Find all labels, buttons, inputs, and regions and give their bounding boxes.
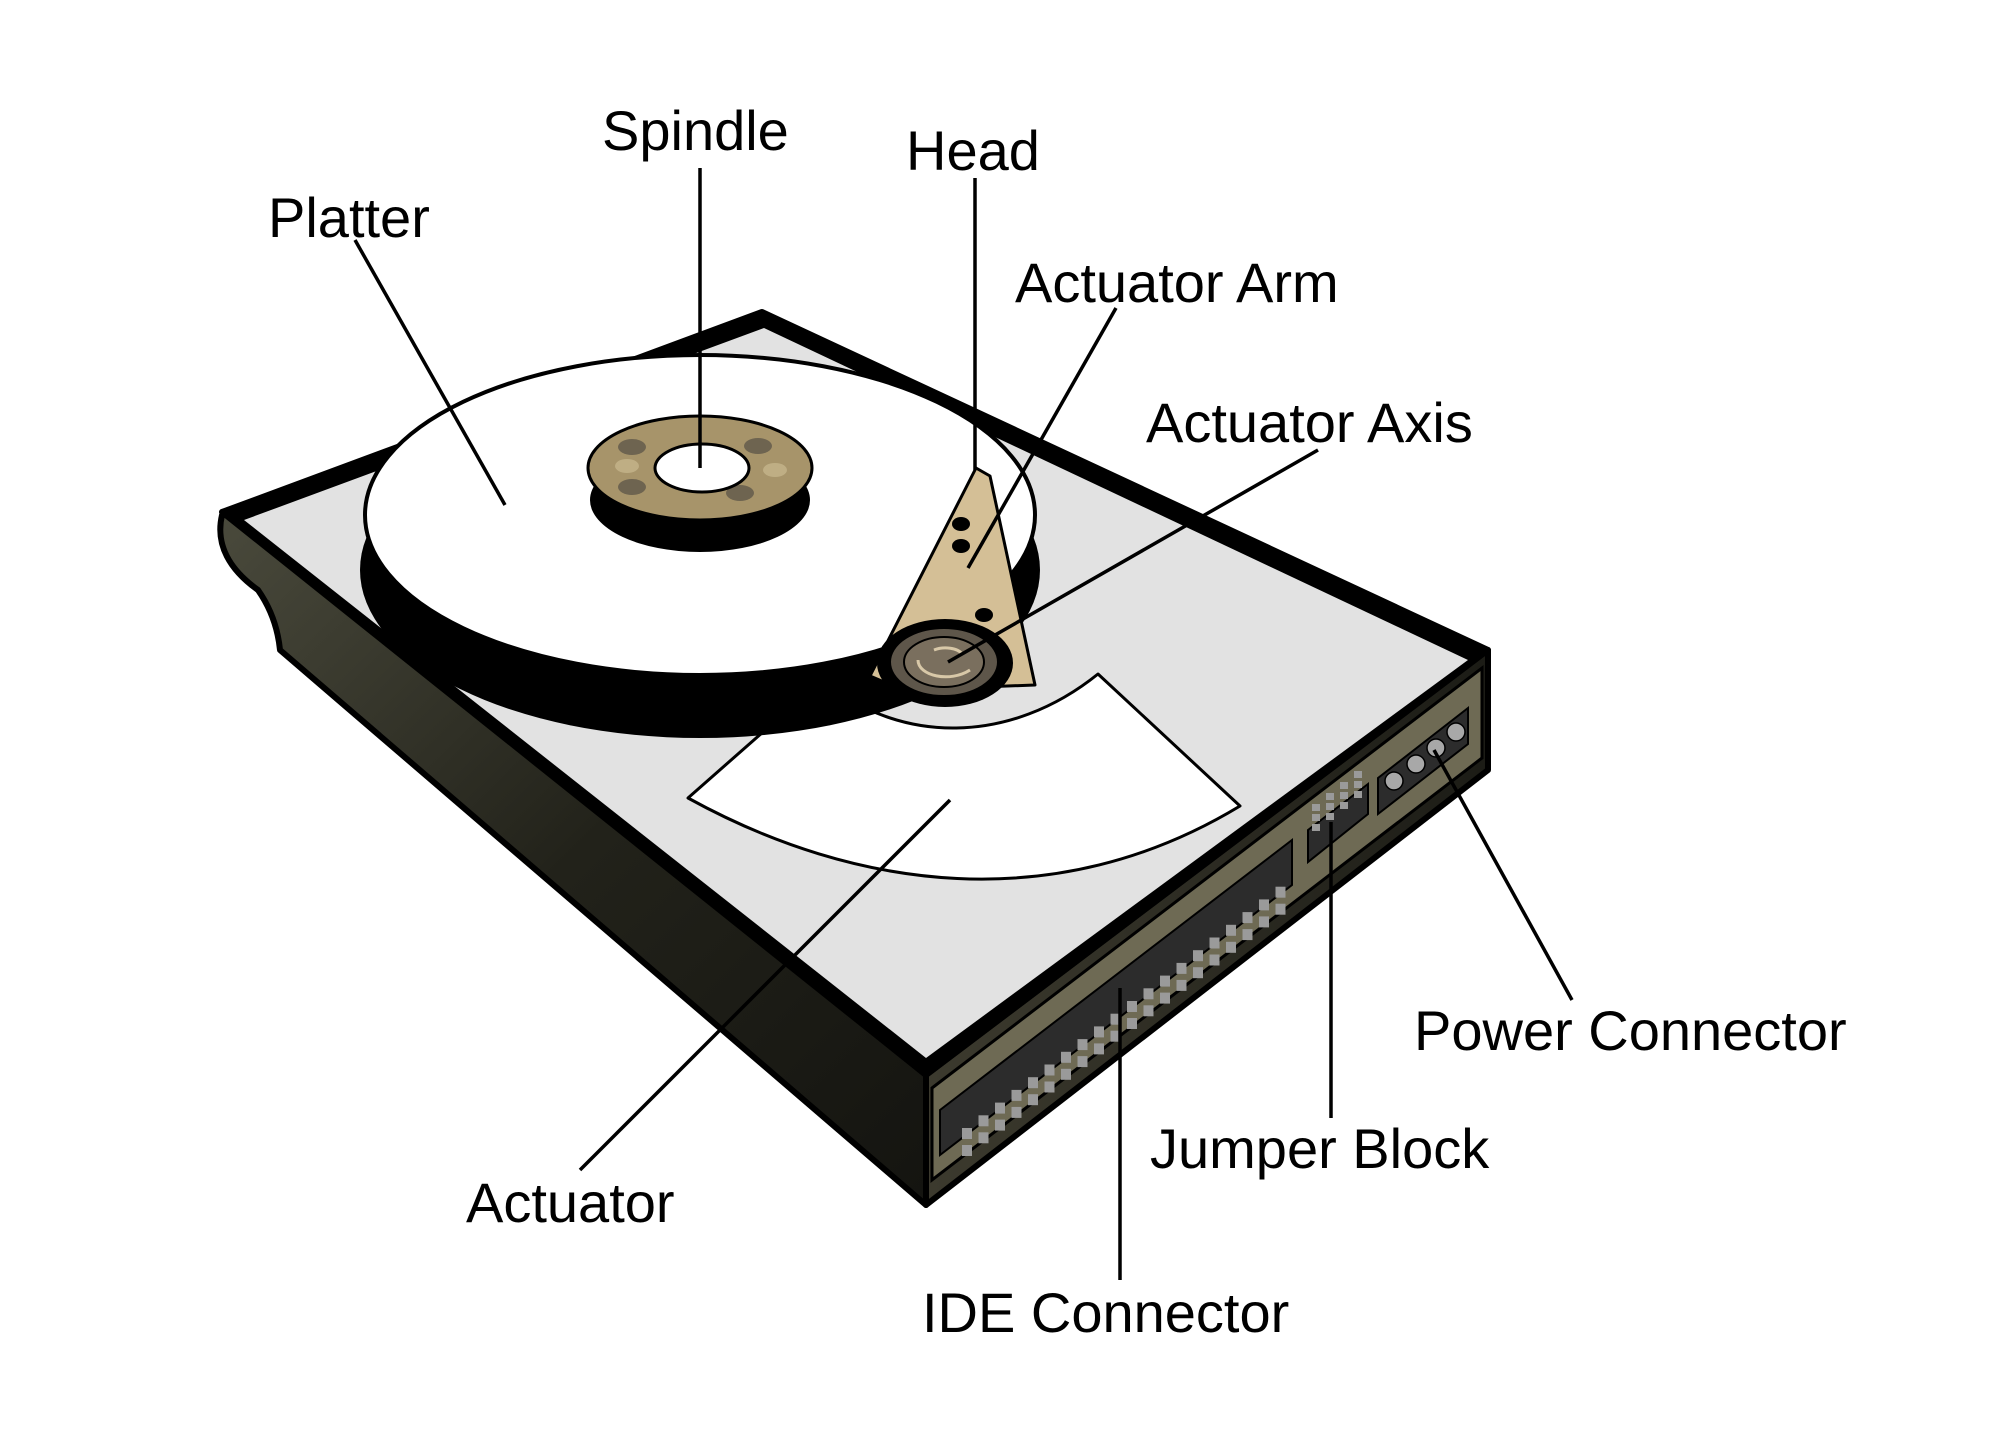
leader-actuator-axis bbox=[947, 448, 1319, 664]
ide-pin bbox=[995, 1102, 1005, 1114]
label-actuator-axis: Actuator Axis bbox=[1146, 391, 1473, 454]
spindle-screw bbox=[744, 438, 772, 454]
arm-hole bbox=[952, 539, 970, 553]
ide-connector bbox=[939, 837, 1293, 1158]
jumper-pin bbox=[1326, 803, 1334, 810]
ide-pin bbox=[1242, 929, 1253, 941]
ide-pin bbox=[1110, 1030, 1121, 1042]
ide-pin bbox=[1044, 1064, 1055, 1076]
ide-pin bbox=[962, 1128, 972, 1139]
power-pin bbox=[1406, 754, 1426, 774]
axis-highlight bbox=[916, 659, 971, 679]
axis-highlight bbox=[933, 646, 964, 656]
ide-pin bbox=[1077, 1039, 1088, 1051]
ide-pin bbox=[1110, 1013, 1121, 1025]
ide-pin bbox=[1226, 941, 1236, 953]
ide-pin bbox=[1127, 1018, 1137, 1029]
jumper-block-pins bbox=[1312, 771, 1362, 831]
jumper-pin bbox=[1354, 791, 1362, 798]
ide-pin bbox=[1094, 1026, 1104, 1038]
ide-pin bbox=[978, 1132, 989, 1144]
ide-pin bbox=[1160, 975, 1170, 987]
actuator-axis bbox=[877, 619, 1013, 707]
ide-pin bbox=[1176, 962, 1187, 974]
label-spindle: Spindle bbox=[602, 99, 789, 162]
leader-platter bbox=[353, 239, 507, 506]
label-power-connector: Power Connector bbox=[1414, 999, 1847, 1062]
label-ide-connector: IDE Connector bbox=[922, 1281, 1289, 1344]
ide-pin bbox=[1176, 979, 1187, 991]
case-left-side bbox=[217, 507, 929, 1208]
ide-pin bbox=[1061, 1051, 1071, 1063]
jumper-pin bbox=[1312, 824, 1320, 831]
ide-pin bbox=[1028, 1077, 1038, 1089]
ide-pin bbox=[1028, 1094, 1038, 1106]
label-actuator-arm: Actuator Arm bbox=[1015, 251, 1339, 314]
ide-pin bbox=[1209, 954, 1220, 966]
power-pin bbox=[1446, 722, 1466, 742]
ide-pin bbox=[1011, 1106, 1022, 1118]
leader-lines bbox=[353, 168, 1574, 1280]
spindle-screw bbox=[618, 479, 646, 495]
ide-pin bbox=[1094, 1043, 1104, 1055]
ide-pin bbox=[1242, 912, 1253, 924]
spindle-screw bbox=[618, 439, 646, 455]
jumper-pin bbox=[1312, 804, 1320, 811]
power-connector-pins bbox=[1384, 722, 1466, 791]
jumper-pin bbox=[1340, 782, 1348, 789]
ide-pin bbox=[995, 1119, 1005, 1131]
jumper-block bbox=[1307, 781, 1369, 865]
leader-power-connector bbox=[1432, 749, 1574, 1001]
connector-panel bbox=[930, 664, 1484, 1184]
ide-pin bbox=[1275, 903, 1286, 915]
label-platter: Platter bbox=[268, 186, 430, 249]
ide-pin bbox=[1193, 950, 1203, 962]
labels: Platter Spindle Head Actuator Arm Actuat… bbox=[268, 99, 1847, 1344]
ide-pin bbox=[978, 1115, 989, 1127]
jumper-pin bbox=[1326, 813, 1334, 820]
jumper-pin bbox=[1340, 802, 1348, 809]
ide-pin bbox=[1259, 899, 1269, 911]
leader-actuator bbox=[578, 798, 952, 1172]
power-pin bbox=[1384, 771, 1404, 791]
ide-pin bbox=[962, 1145, 972, 1156]
label-head: Head bbox=[906, 119, 1040, 182]
ide-pin bbox=[1160, 992, 1170, 1004]
jumper-pin bbox=[1354, 781, 1362, 788]
spindle-screw bbox=[615, 459, 639, 473]
ide-pin bbox=[1275, 886, 1286, 898]
ide-pin bbox=[1143, 1005, 1154, 1017]
arm-hole bbox=[975, 608, 993, 622]
jumper-pin bbox=[1312, 814, 1320, 821]
ide-pin bbox=[1143, 988, 1154, 1000]
jumper-pin bbox=[1354, 771, 1362, 778]
jumper-pin bbox=[1340, 792, 1348, 799]
ide-pin bbox=[1044, 1081, 1055, 1093]
spindle-screw bbox=[726, 485, 754, 501]
ide-pin bbox=[1209, 937, 1220, 949]
leader-actuator-arm bbox=[966, 307, 1118, 569]
label-jumper-block: Jumper Block bbox=[1150, 1117, 1490, 1180]
arm-hole bbox=[952, 517, 970, 531]
ide-connector-pins bbox=[962, 886, 1286, 1156]
ide-pin bbox=[1193, 967, 1203, 979]
jumper-pin bbox=[1326, 793, 1334, 800]
ide-pin bbox=[1077, 1056, 1088, 1068]
ide-pin bbox=[1011, 1089, 1022, 1101]
label-actuator: Actuator bbox=[466, 1171, 675, 1234]
ide-pin bbox=[1259, 916, 1269, 928]
spindle-center-hole bbox=[653, 442, 751, 494]
ide-pin bbox=[1061, 1068, 1071, 1080]
spindle-screw bbox=[763, 463, 787, 477]
ide-pin bbox=[1127, 1001, 1137, 1012]
axis-inner bbox=[903, 636, 985, 688]
ide-pin bbox=[1226, 924, 1236, 936]
